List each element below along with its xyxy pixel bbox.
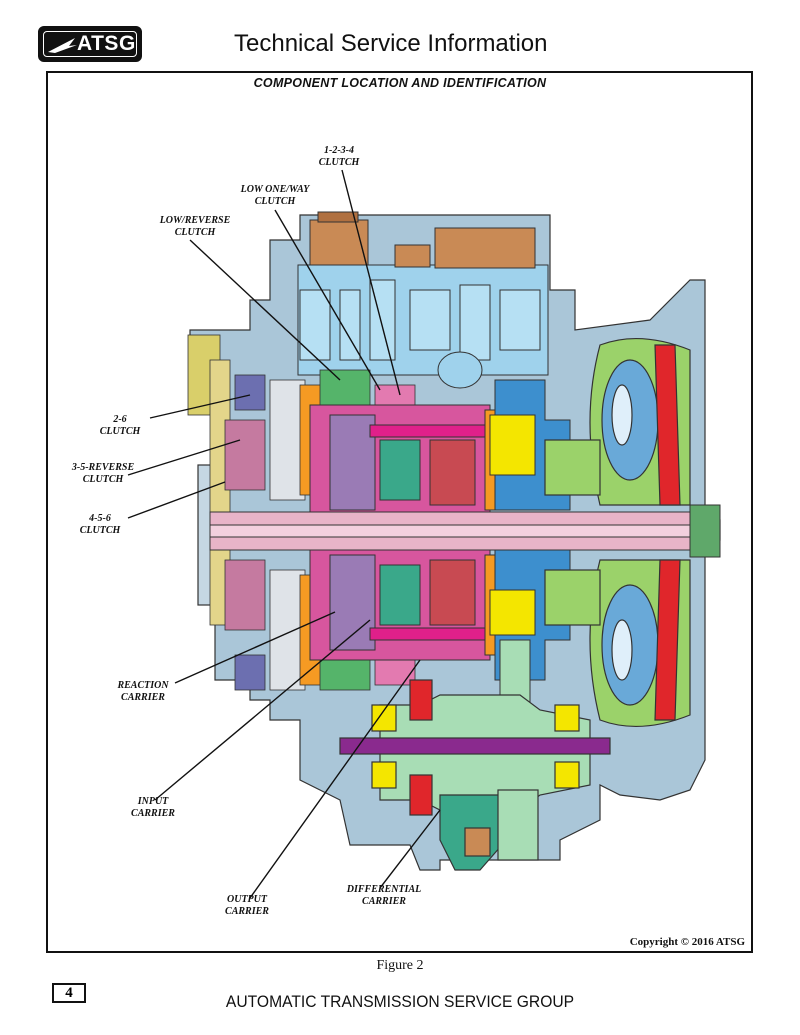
figure-caption: Figure 2 <box>376 958 424 973</box>
leader-lines <box>127 169 441 899</box>
copyright-notice: Copyright © 2016 ATSG <box>629 936 745 948</box>
differential <box>339 679 611 871</box>
torque-converter <box>544 338 691 727</box>
footer-org: AUTOMATIC TRANSMISSION SERVICE GROUP <box>225 992 575 1011</box>
main-shaft <box>209 504 721 558</box>
atsg-logo: ATSG <box>38 26 142 62</box>
page-number: 4 <box>52 983 86 1003</box>
figure-frame <box>46 71 753 953</box>
logo-wing-icon <box>48 38 77 53</box>
valve-body <box>297 264 549 389</box>
solenoids <box>309 211 536 269</box>
clutch-packs <box>187 334 416 691</box>
planetary-gearsets <box>309 404 498 661</box>
figure-heading: COMPONENT LOCATION AND IDENTIFICATION <box>253 76 547 90</box>
page-title: Technical Service Information <box>234 30 548 57</box>
logo-text: ATSG <box>77 32 136 55</box>
